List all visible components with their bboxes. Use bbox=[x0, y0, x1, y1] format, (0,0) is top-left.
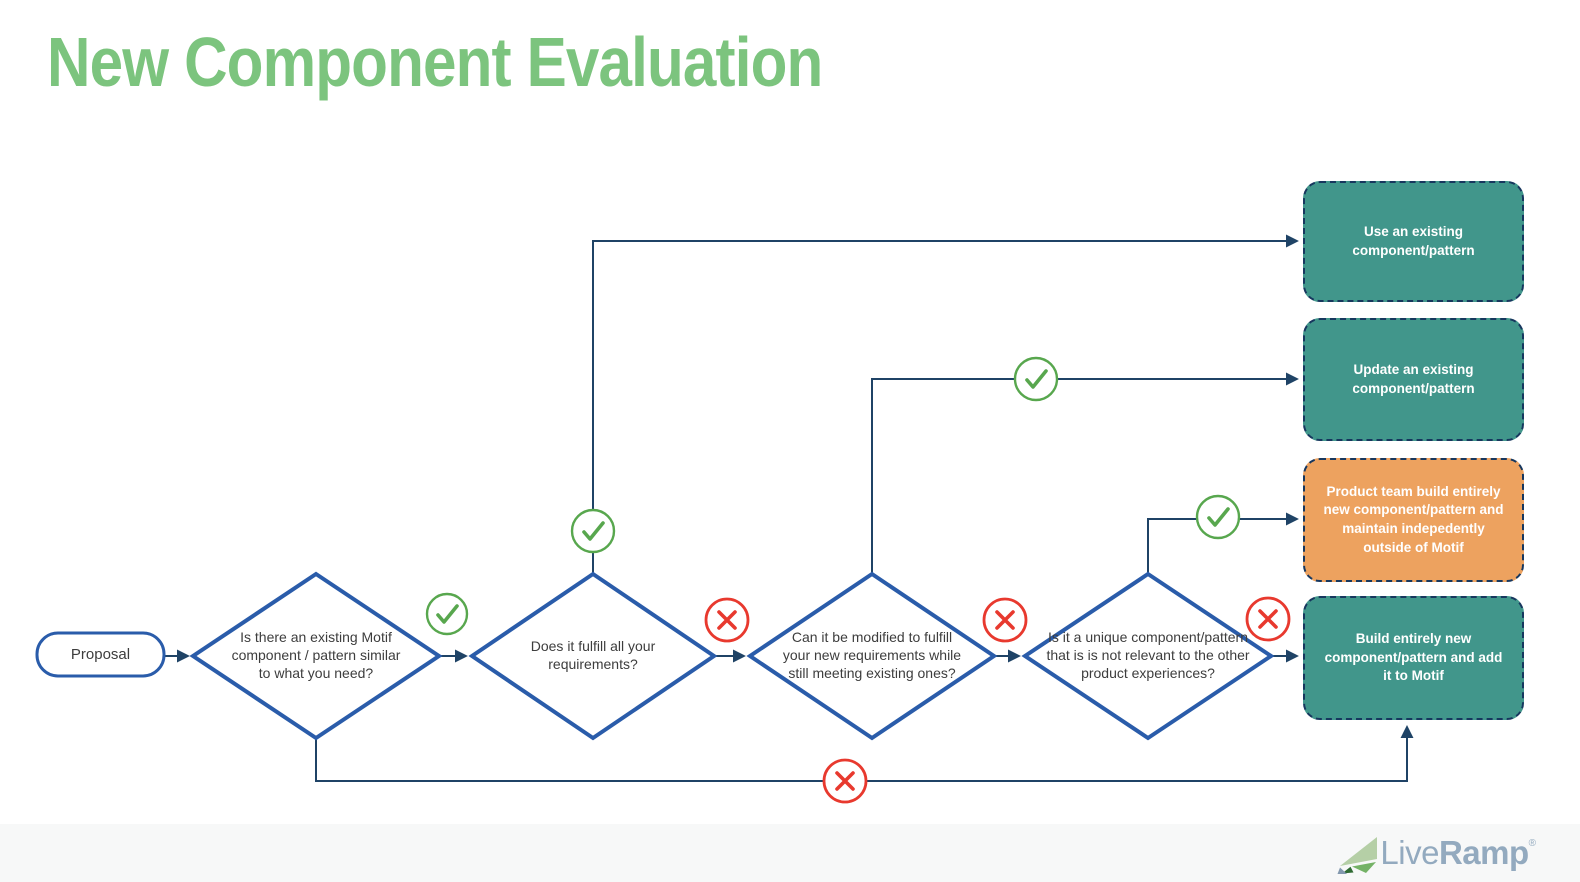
liveramp-logo-icon bbox=[1337, 837, 1378, 874]
yes-check-icon bbox=[570, 508, 616, 554]
decision-1-shape bbox=[189, 571, 443, 741]
connector-decision2-yes-to-outcome1 bbox=[592, 234, 1299, 574]
no-cross-icon bbox=[982, 597, 1028, 643]
connector-decision4-yes-to-outcome3 bbox=[1147, 512, 1299, 574]
proposal-node-label: Proposal bbox=[70, 646, 131, 663]
liveramp-logo-text-live: Live bbox=[1380, 834, 1439, 871]
registered-trademark-symbol: ® bbox=[1528, 838, 1536, 849]
proposal-node-shape bbox=[35, 631, 166, 678]
outcome-update-existing: Update an existing component/pattern bbox=[1303, 318, 1524, 441]
outcome-use-existing-label: Use an existing component/pattern bbox=[1352, 223, 1475, 258]
no-cross-icon bbox=[704, 597, 750, 643]
decision-3-label: Can it be modified to fulfill your new r… bbox=[782, 629, 962, 681]
yes-check-icon bbox=[1013, 356, 1059, 402]
yes-check-icon bbox=[425, 592, 469, 636]
page-title: New Component Evaluation bbox=[47, 23, 823, 101]
no-cross-icon bbox=[822, 758, 868, 804]
decision-3-shape bbox=[746, 571, 998, 741]
yes-check-icon bbox=[1195, 494, 1241, 540]
no-cross-icon bbox=[1245, 596, 1291, 642]
decision-4-label: Is it a unique component/pattern that is… bbox=[1046, 629, 1250, 681]
decision-2-shape bbox=[468, 571, 718, 741]
decision-1-label: Is there an existing Motif component / p… bbox=[231, 629, 401, 681]
outcome-use-existing: Use an existing component/pattern bbox=[1303, 181, 1524, 302]
outcome-product-team-build-label: Product team build entirely new componen… bbox=[1323, 483, 1504, 555]
outcome-product-team-build: Product team build entirely new componen… bbox=[1303, 458, 1524, 582]
outcome-update-existing-label: Update an existing component/pattern bbox=[1352, 361, 1475, 396]
outcome-build-new-add-to-motif-label: Build entirely new component/pattern and… bbox=[1324, 631, 1503, 684]
outcome-build-new-add-to-motif: Build entirely new component/pattern and… bbox=[1303, 596, 1524, 720]
connector-decision3-yes-to-outcome2 bbox=[871, 372, 1299, 574]
liveramp-logo-text-ramp: Ramp bbox=[1438, 834, 1529, 871]
flowchart-nodes bbox=[35, 571, 1275, 741]
decision-4-shape bbox=[1021, 571, 1275, 741]
decision-2-label: Does it fulfill all your requirements? bbox=[530, 638, 656, 672]
